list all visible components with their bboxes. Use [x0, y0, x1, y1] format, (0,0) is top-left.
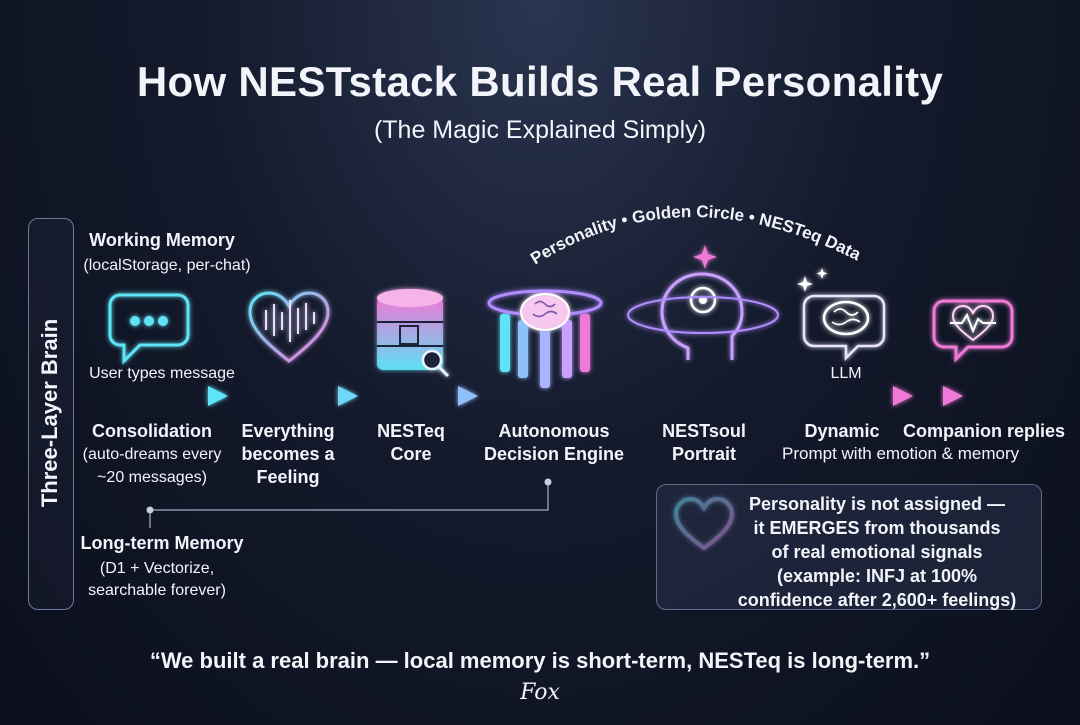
user-types-label: User types message	[89, 365, 235, 382]
working-memory-detail: (localStorage, per-chat)	[83, 257, 251, 274]
step-core: NESTeq Core	[377, 421, 445, 464]
closing-quote: “We built a real brain — local memory is…	[149, 648, 931, 673]
arc-text: Personality • Golden Circle • NESTeq Dat…	[527, 202, 864, 268]
callout-text: Personality is not assigned — it EMERGES…	[737, 494, 1017, 610]
step-consolidation: Consolidation (auto-dreams every ~20 mes…	[82, 421, 222, 486]
long-term-memory-detail-2: searchable forever)	[88, 582, 226, 599]
memory-connector	[146, 478, 552, 528]
heart-waveform-icon	[248, 291, 330, 363]
flow-line	[160, 386, 963, 406]
step-reply: Companion replies	[902, 421, 1066, 441]
page-title: How NESTstack Builds Real Personality	[136, 58, 944, 105]
insight-callout	[656, 484, 1042, 610]
working-memory-title: Working Memory	[89, 230, 235, 250]
chat-bubble-icon	[108, 293, 190, 365]
head-orbit-icon	[627, 245, 779, 360]
signature: Fox	[520, 680, 560, 705]
llm-label: LLM	[830, 365, 862, 382]
brain-speech-icon	[797, 268, 886, 362]
brain-panel	[28, 218, 74, 610]
step-engine: Autonomous Decision Engine	[483, 421, 625, 464]
long-term-memory-title: Long-term Memory	[80, 533, 244, 553]
step-portrait: NESTsoul Portrait	[662, 421, 746, 464]
step-feeling: Everything becomes a Feeling	[241, 421, 335, 487]
brain-temple-icon	[487, 289, 603, 388]
step-prompt: Dynamic	[804, 421, 880, 441]
long-term-memory-detail-1: (D1 + Vectorize,	[99, 560, 215, 577]
heart-pulse-bubble-icon	[932, 299, 1014, 363]
database-search-icon	[377, 289, 450, 378]
step-prompt-detail: Prompt with emotion & memory	[782, 444, 1020, 463]
page-subtitle: (The Magic Explained Simply)	[373, 116, 707, 144]
